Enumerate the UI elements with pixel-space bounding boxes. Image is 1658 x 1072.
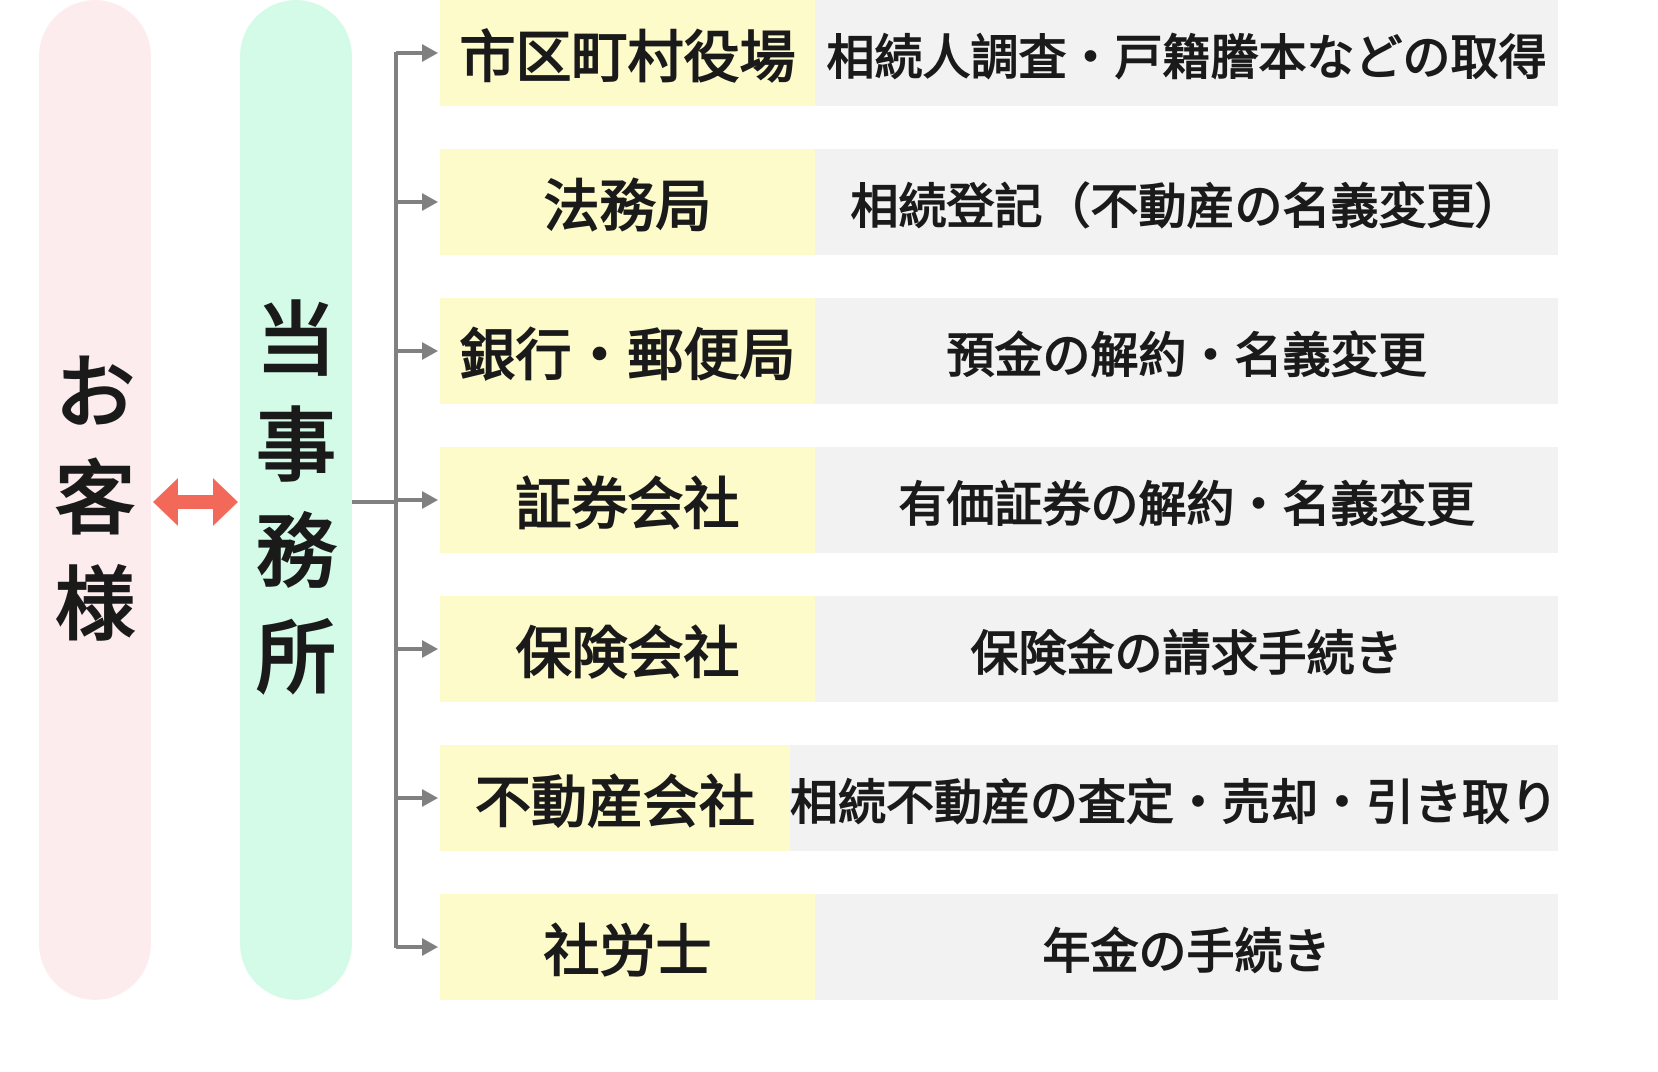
task-cell: 相続人調査・戸籍謄本などの取得 xyxy=(815,0,1558,106)
branch-arrowhead-icon xyxy=(422,44,438,62)
task-cell: 相続不動産の査定・売却・引き取り xyxy=(789,745,1558,851)
organization-cell: 市区町村役場 xyxy=(440,0,815,106)
organization-cell: 証券会社 xyxy=(440,447,815,553)
task-cell: 有価証券の解約・名義変更 xyxy=(815,447,1558,553)
branch-arrowhead-icon xyxy=(422,342,438,360)
task-cell: 年金の手続き xyxy=(815,894,1558,1000)
organization-cell: 法務局 xyxy=(440,149,815,255)
service-row: 証券会社 有価証券の解約・名義変更 xyxy=(440,447,1558,553)
office-label-char: 事 xyxy=(256,400,336,493)
branch-arrowhead-icon xyxy=(422,640,438,658)
organization-cell: 銀行・郵便局 xyxy=(440,298,815,404)
double-arrow-icon xyxy=(153,478,238,526)
branch-arrowhead-icon xyxy=(422,491,438,509)
task-cell: 預金の解約・名義変更 xyxy=(815,298,1558,404)
task-cell: 相続登記（不動産の名義変更） xyxy=(815,149,1558,255)
organization-cell: 保険会社 xyxy=(440,596,815,702)
office-label-char: 当 xyxy=(256,294,336,387)
branch-arrowhead-icon xyxy=(422,789,438,807)
service-row: 市区町村役場 相続人調査・戸籍謄本などの取得 xyxy=(440,0,1558,106)
service-row: 不動産会社 相続不動産の査定・売却・引き取り xyxy=(440,745,1558,851)
office-pill: 当 事 務 所 xyxy=(240,0,352,1000)
organization-cell: 社労士 xyxy=(440,894,815,1000)
branch-arrowhead-icon xyxy=(422,938,438,956)
branch-arrowhead-icon xyxy=(422,193,438,211)
task-cell: 保険金の請求手続き xyxy=(815,596,1558,702)
service-row: 銀行・郵便局 預金の解約・名義変更 xyxy=(440,298,1558,404)
customer-label-char: 客 xyxy=(55,453,135,546)
organization-cell: 不動産会社 xyxy=(440,745,790,851)
service-row: 保険会社 保険金の請求手続き xyxy=(440,596,1558,702)
customer-label-char: 様 xyxy=(55,559,135,652)
service-row: 社労士 年金の手続き xyxy=(440,894,1558,1000)
office-label-char: 所 xyxy=(256,612,336,705)
customer-label-char: お xyxy=(55,347,135,440)
office-label-char: 務 xyxy=(256,506,336,599)
customer-pill: お 客 様 xyxy=(39,0,151,1000)
service-row: 法務局 相続登記（不動産の名義変更） xyxy=(440,149,1558,255)
